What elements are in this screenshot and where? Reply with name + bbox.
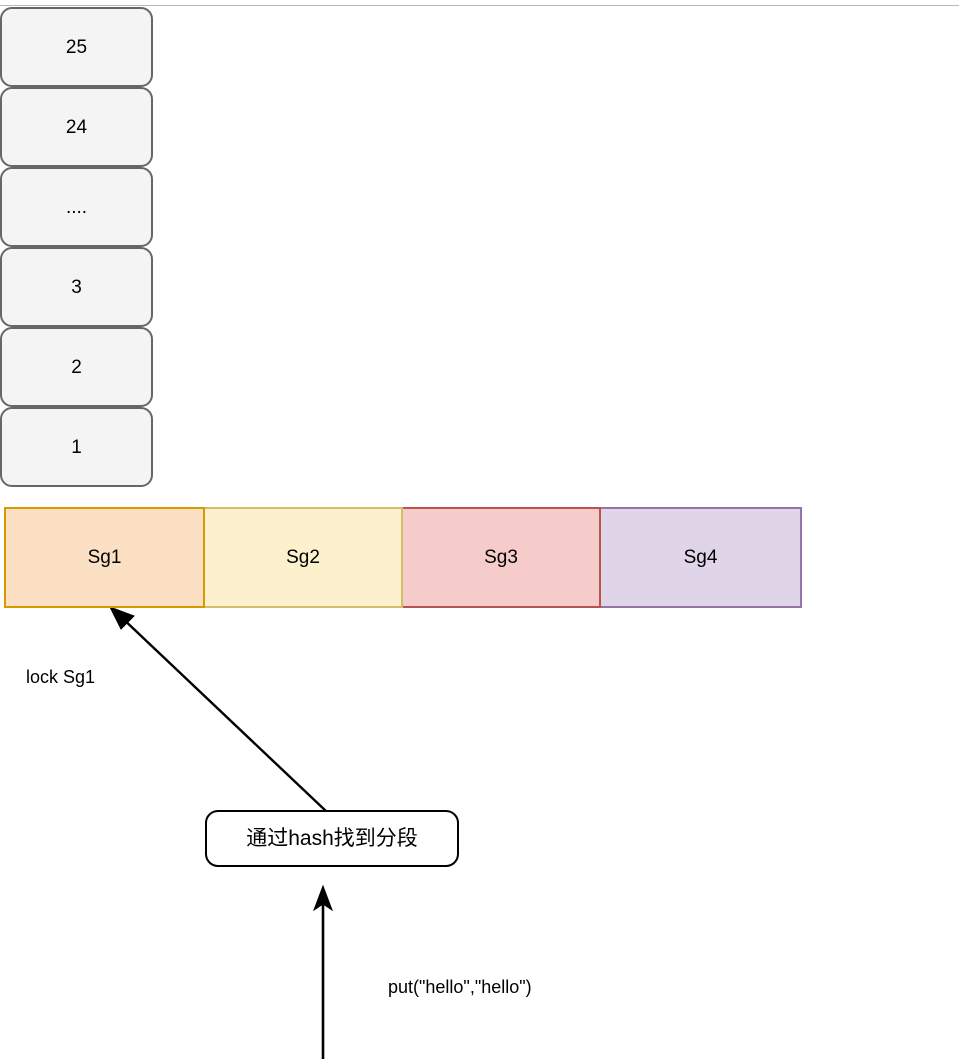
segment-label: Sg1 <box>87 546 122 568</box>
stack-cell[interactable]: 3 <box>0 247 153 327</box>
segment-label: Sg2 <box>286 546 320 568</box>
segment-sg4[interactable]: Sg4 <box>599 507 802 608</box>
hash-lookup-callout-text: 通过hash找到分段 <box>246 827 418 850</box>
put-call-label: put("hello","hello") <box>388 977 532 997</box>
stack-cell[interactable]: 25 <box>0 7 153 87</box>
segment-label: Sg3 <box>484 546 518 568</box>
entry-stack: 25 24 .... 3 2 1 <box>0 7 153 487</box>
stack-cell-label: 3 <box>71 276 82 298</box>
top-divider-rule <box>0 5 959 6</box>
segment-bar: Sg1 Sg2 Sg3 Sg4 <box>4 507 802 608</box>
lock-sg1-label: lock Sg1 <box>26 667 96 687</box>
stack-cell-label: 2 <box>71 356 82 378</box>
segment-label: Sg4 <box>683 546 718 568</box>
stack-cell[interactable]: 2 <box>0 327 153 407</box>
hash-to-sg1-arrow <box>108 606 329 814</box>
segment-sg2[interactable]: Sg2 <box>203 507 403 608</box>
stack-cell[interactable]: .... <box>0 167 153 247</box>
hash-lookup-callout[interactable]: 通过hash找到分段 <box>205 810 459 867</box>
stack-cell-label: 25 <box>65 36 88 58</box>
stack-cell-label: 24 <box>65 116 88 138</box>
segment-sg1[interactable]: Sg1 <box>4 507 205 608</box>
stack-cell-label: .... <box>65 196 88 218</box>
stack-cell[interactable]: 24 <box>0 87 153 167</box>
stack-cell-label: 1 <box>71 436 82 458</box>
segment-sg3[interactable]: Sg3 <box>401 507 601 608</box>
put-to-callout-arrow <box>312 884 334 1059</box>
stack-cell[interactable]: 1 <box>0 407 153 487</box>
